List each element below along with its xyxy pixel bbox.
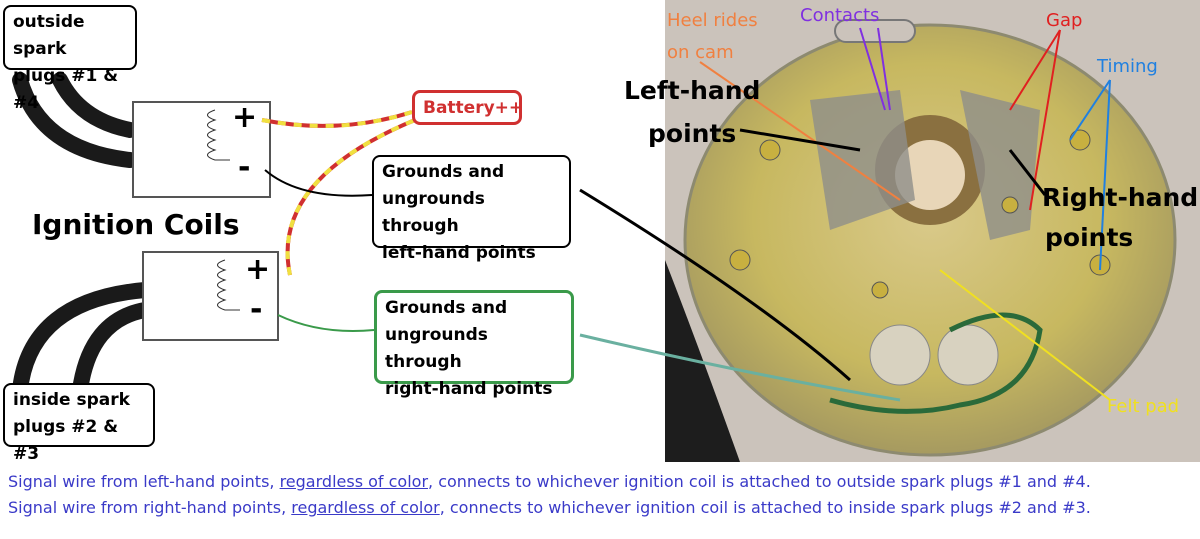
coil1-minus: - — [238, 150, 251, 185]
note-emphasis: regardless of color — [291, 498, 440, 517]
heel-label-2: on cam — [667, 42, 734, 63]
left-points-label-2: points — [648, 119, 737, 148]
heel-label-1: Heel rides — [667, 10, 758, 31]
coil2-minus: - — [250, 292, 263, 327]
left-ground-label: Grounds and ungrounds through left-hand … — [372, 155, 571, 263]
note-text: Signal wire from left-hand points, — [8, 472, 280, 491]
ignition-coil-1 — [132, 101, 271, 198]
note-left-points: Signal wire from left-hand points, regar… — [8, 472, 1091, 491]
right-ground-line: Grounds and — [385, 298, 508, 318]
right-points-label-1: Right-hand — [1042, 183, 1199, 212]
note-right-points: Signal wire from right-hand points, rega… — [8, 498, 1091, 517]
left-ground-line: Grounds and — [382, 162, 505, 182]
note-emphasis: regardless of color — [279, 472, 429, 491]
right-ground-line: ungrounds through — [385, 325, 488, 372]
note-text: , connects to whichever ignition coil is… — [439, 498, 1091, 517]
coil2-plus: + — [245, 252, 271, 287]
left-points-label-1: Left-hand — [624, 76, 761, 105]
coil1-plus: + — [232, 100, 258, 135]
note-text: , connects to whichever ignition coil is… — [428, 472, 1091, 491]
ignition-coils-title: Ignition Coils — [32, 208, 240, 241]
left-ground-line: ungrounds through — [382, 189, 485, 236]
battery-label: Battery++ — [412, 90, 523, 125]
inside-plugs-label: inside spark plugs #2 & #3 — [3, 383, 155, 464]
inside-plugs-line: plugs #2 & #3 — [13, 417, 119, 464]
right-points-label-2: points — [1045, 223, 1134, 252]
outside-plugs-label: outside spark plugs #1 & #4 — [3, 5, 137, 113]
contacts-label: Contacts — [800, 5, 880, 26]
timing-label: Timing — [1097, 56, 1158, 77]
gap-label: Gap — [1046, 10, 1083, 31]
ignition-coil-2 — [142, 251, 279, 341]
outside-plugs-line: outside spark — [13, 12, 85, 59]
inside-plugs-line: inside spark — [13, 390, 130, 410]
left-ground-line: left-hand points — [382, 243, 536, 263]
right-ground-label: Grounds and ungrounds through right-hand… — [374, 290, 574, 399]
note-text: Signal wire from right-hand points, — [8, 498, 292, 517]
outside-plugs-line: plugs #1 & #4 — [13, 66, 119, 113]
right-ground-line: right-hand points — [385, 379, 553, 399]
felt-pad-label: Felt pad — [1107, 396, 1180, 417]
